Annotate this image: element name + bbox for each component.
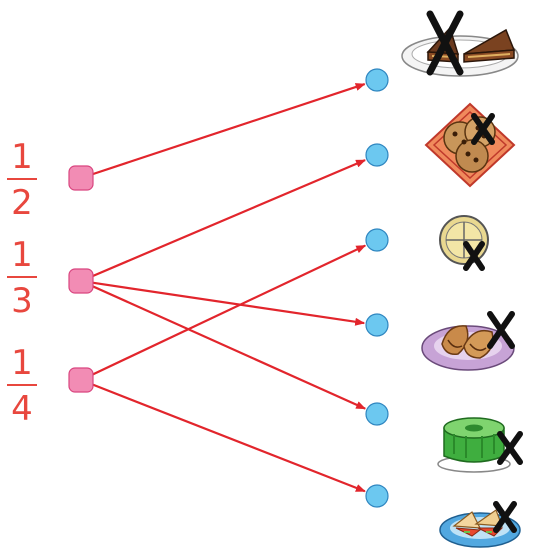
fraction-numerator: 1 [11, 137, 33, 177]
fraction-one-quarter: 1 4 [2, 344, 42, 428]
fraction-node[interactable] [68, 268, 94, 294]
connector-arrow [89, 382, 366, 493]
fraction-denominator: 4 [11, 389, 33, 429]
fraction-one-third: 1 3 [2, 236, 42, 320]
fraction-node[interactable] [68, 165, 94, 191]
fraction-bar [7, 384, 37, 386]
fraction-denominator: 2 [11, 183, 33, 223]
jelly-mold-icon [432, 404, 527, 484]
cake-slices-plate-icon [398, 10, 523, 86]
fraction-one-half: 1 2 [2, 138, 42, 222]
fraction-bar [7, 178, 37, 180]
fraction-numerator: 1 [11, 235, 33, 275]
connector-arrow [89, 284, 367, 410]
connector-arrow [90, 281, 366, 326]
bread-rolls-plate-icon [418, 306, 523, 380]
fraction-denominator: 3 [11, 281, 33, 321]
food-node[interactable] [365, 68, 389, 92]
food-node[interactable] [365, 402, 389, 426]
connector-arrow [89, 159, 366, 279]
food-node[interactable] [365, 484, 389, 508]
cookies-napkin-icon [422, 100, 517, 194]
cheese-pie-icon [436, 208, 496, 278]
sandwich-platter-icon [436, 494, 528, 558]
fraction-bar [7, 276, 37, 278]
fraction-node[interactable] [68, 367, 94, 393]
food-node[interactable] [365, 143, 389, 167]
food-node[interactable] [365, 228, 389, 252]
fraction-numerator: 1 [11, 343, 33, 383]
connector-arrow [90, 83, 366, 176]
food-node[interactable] [365, 313, 389, 337]
connector-arrow [89, 244, 367, 377]
